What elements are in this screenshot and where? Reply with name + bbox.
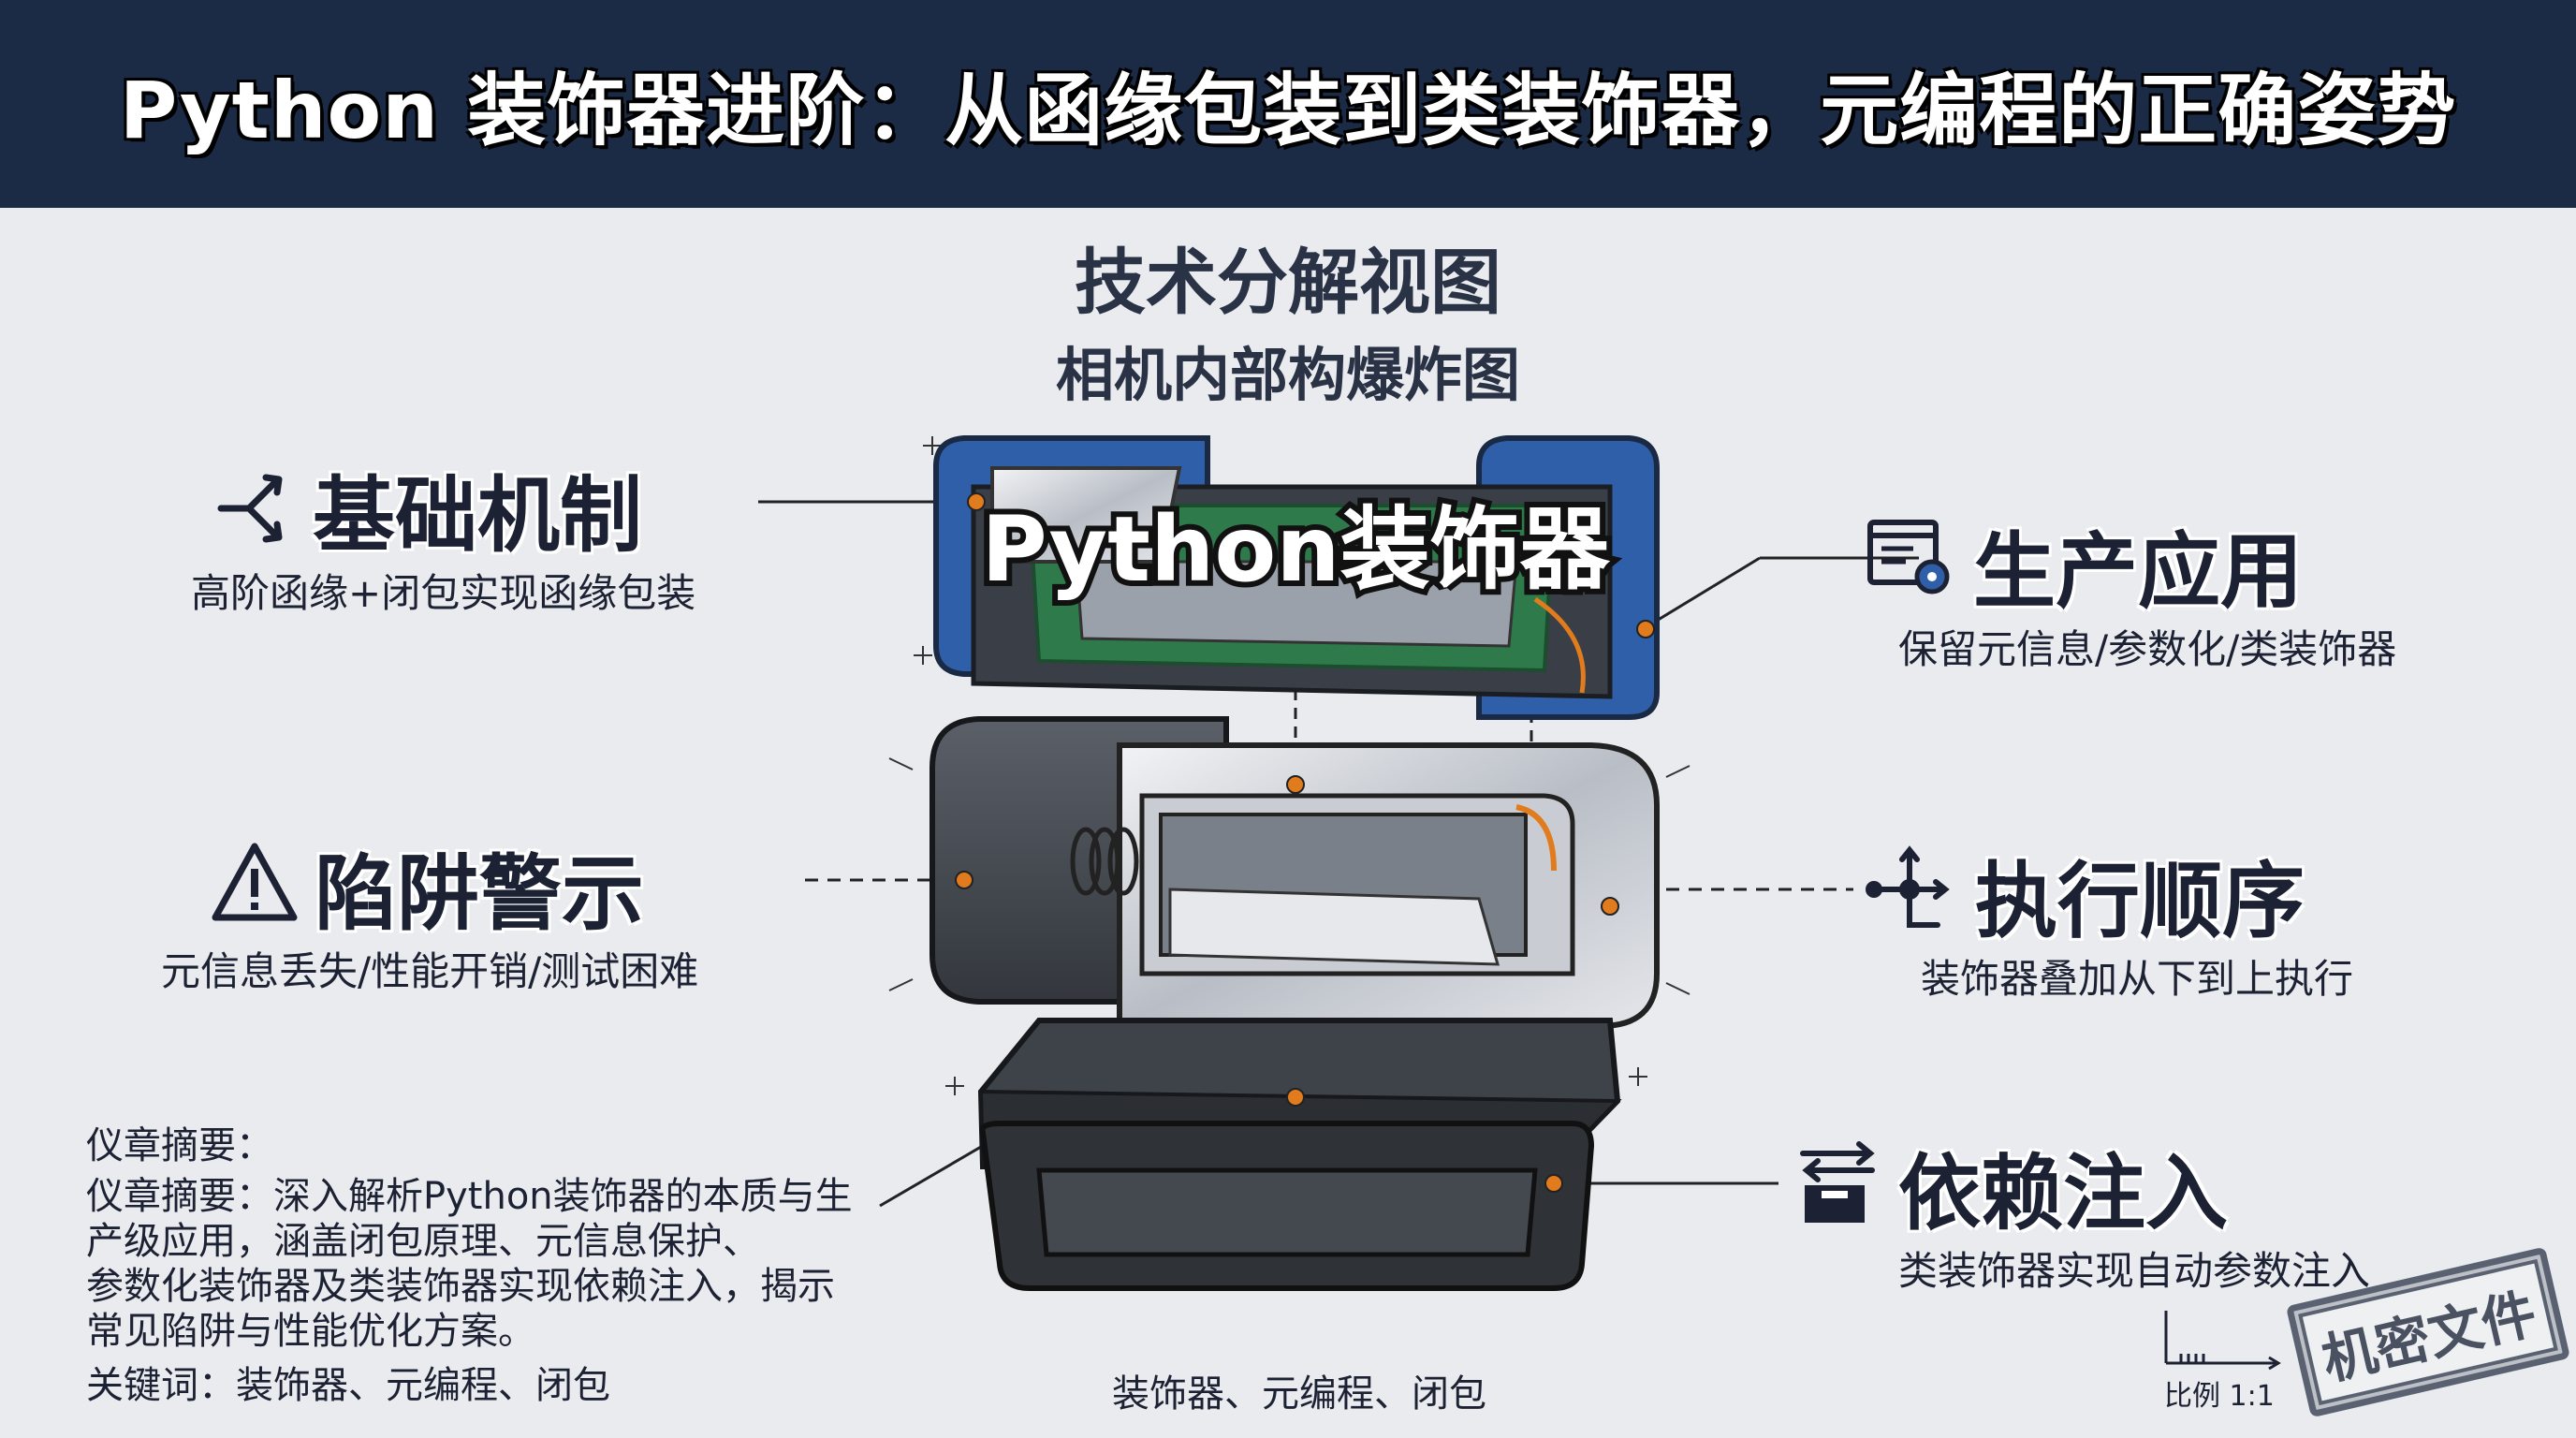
production-title: 生产应用 (1973, 523, 2304, 620)
middle-chassis-part (929, 716, 1660, 1029)
top-shell-part (933, 435, 1660, 720)
footer-caption: 装饰器、元编程、闭包 (1112, 1372, 1486, 1416)
summary-line-1: 仪章摘要：深入解析Python装饰器的本质与生 (86, 1175, 853, 1218)
center-label: Python装饰器 (981, 497, 1610, 602)
pitfall-desc: 元信息丢失/性能开销/测试困难 (161, 948, 699, 994)
share-branch-icon (217, 474, 283, 543)
production-desc: 保留元信息/参数化/类装饰器 (1898, 626, 2397, 672)
diagram-subtitle: 相机内部构爆炸图 (1055, 341, 1520, 409)
warning-triangle-icon (212, 843, 298, 921)
order-title: 执行顺序 (1975, 853, 2305, 949)
flow-order-icon (1866, 845, 1950, 928)
diagram-title: 技术分解视图 (1075, 241, 1501, 324)
page-title: Python 装饰器进阶：从函缘包装到类装饰器，元编程的正确姿势 (119, 64, 2457, 156)
order-desc: 装饰器叠加从下到上执行 (1921, 956, 2354, 1002)
summary-line-2: 产级应用，涵盖闭包原理、元信息保护、 (86, 1220, 760, 1263)
summary-heading: 仪章摘要： (86, 1124, 273, 1167)
summary-line-4: 常见陷阱与性能优化方案。 (86, 1310, 535, 1353)
pitfall-title: 陷阱警示 (315, 845, 645, 942)
title-banner: Python 装饰器进阶：从函缘包装到类装饰器，元编程的正确姿势 (0, 0, 2576, 208)
injection-title: 依赖注入 (1898, 1145, 2229, 1241)
basic-mechanism-desc: 高阶函缘+闭包实现函缘包装 (191, 570, 696, 616)
summary-line-3: 参数化装饰器及类装饰器实现依赖注入，揭示 (86, 1265, 835, 1308)
scale-bar (2164, 1311, 2281, 1371)
basic-mechanism-title: 基础机制 (313, 467, 643, 564)
injection-desc: 类装饰器实现自动参数注入 (1898, 1248, 2371, 1294)
summary-keywords: 关键词：装饰器、元编程、闭包 (86, 1364, 610, 1407)
settings-window-icon (1867, 520, 1950, 594)
scale-label: 比例 1:1 (2164, 1380, 2275, 1413)
crosshair-marks (888, 436, 1690, 1095)
inject-box-icon (1800, 1141, 1875, 1223)
bottom-base-part (977, 1018, 1622, 1291)
